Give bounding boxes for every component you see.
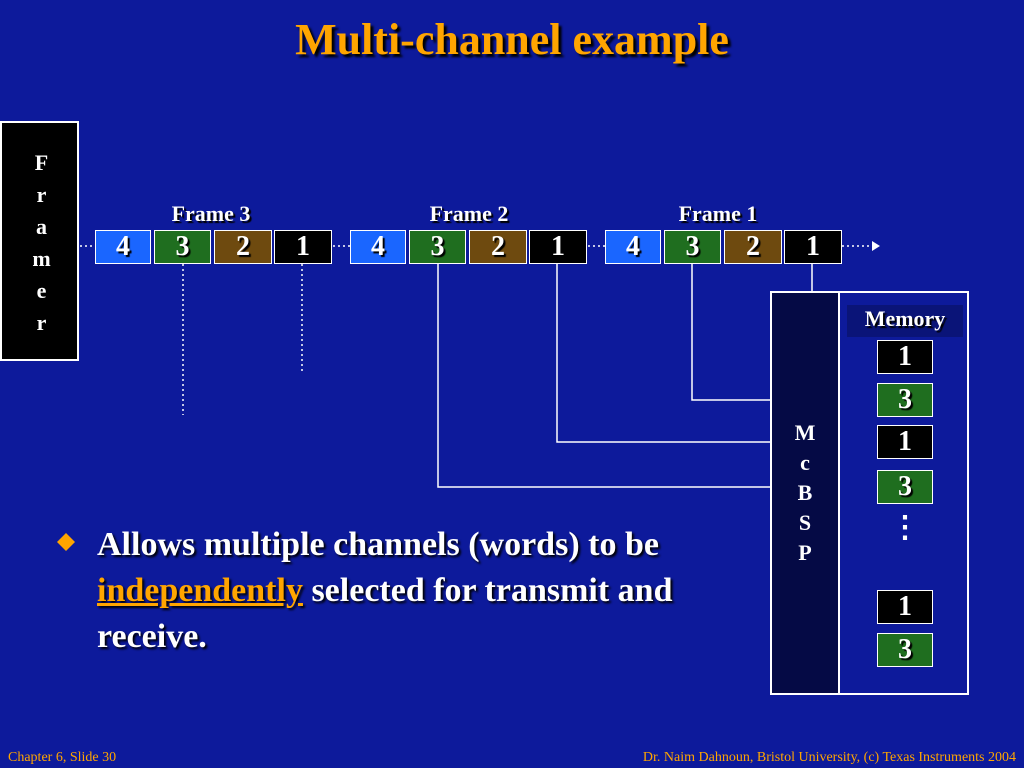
memory-cell: 1 [877, 590, 933, 624]
frame-2-channel-4: 4 [350, 230, 406, 264]
memory-cell: 3 [877, 470, 933, 504]
framer-letter: a [36, 214, 47, 239]
frame-2-channel-3: 3 [409, 230, 466, 264]
framer-letter: F [34, 150, 49, 175]
frame-2-channel-2: 2 [469, 230, 527, 264]
framer-letter: r [36, 182, 47, 207]
frame2-ch3-line [437, 264, 770, 488]
stream-arrow-icon [872, 241, 880, 251]
mcbsp-box: M c B S P [770, 291, 840, 695]
diamond-bullet-icon [57, 533, 75, 551]
frame2-ch1-line [556, 264, 770, 443]
memory-cell: 1 [877, 425, 933, 459]
memory-ellipsis: ⋮ [890, 511, 920, 544]
bullet-highlight: independently [97, 572, 303, 609]
frame1-ch3-line [691, 264, 770, 401]
frame-3-channel-1: 1 [274, 230, 332, 264]
mcbsp-letter: M [794, 420, 816, 445]
frame-1-channel-2: 2 [724, 230, 782, 264]
frame-2-label: Frame 2 [429, 201, 509, 226]
slide-title: Multi-channel example [295, 15, 729, 64]
frame-1-channel-1: 1 [784, 230, 842, 264]
memory-cell: 3 [877, 383, 933, 417]
frame-1-channel-4: 4 [605, 230, 661, 264]
memory-label: Memory [847, 305, 963, 337]
frame-3-channel-4: 4 [95, 230, 151, 264]
frame-3-channel-3: 3 [154, 230, 211, 264]
mcbsp-letter: P [798, 540, 812, 565]
bullet-text-end: selected for transmit and receive. [97, 572, 673, 655]
framer-letter: m [32, 246, 51, 271]
mcbsp-letter: B [797, 480, 813, 505]
framer-letter: e [36, 278, 47, 303]
bullet-text: Allows multiple channels (words) to be i… [97, 522, 737, 660]
frame-2-channel-1: 1 [529, 230, 587, 264]
framer-letter: r [36, 310, 47, 335]
memory-cell: 3 [877, 633, 933, 667]
frame-1-label: Frame 1 [678, 201, 758, 226]
footer-credit: Dr. Naim Dahnoun, Bristol University, (c… [642, 750, 1016, 765]
bullet-text-start: Allows multiple channels (words) to be [97, 526, 659, 563]
footer-slide-number: Chapter 6, Slide 30 [8, 750, 117, 765]
memory-cell: 1 [877, 340, 933, 374]
frame-3-channel-2: 2 [214, 230, 272, 264]
frame-1-channel-3: 3 [664, 230, 721, 264]
mcbsp-letter: S [798, 510, 812, 535]
framer-box: F r a m e r [0, 121, 79, 361]
frame-3-label: Frame 3 [171, 201, 251, 226]
mcbsp-letter: c [800, 450, 810, 475]
